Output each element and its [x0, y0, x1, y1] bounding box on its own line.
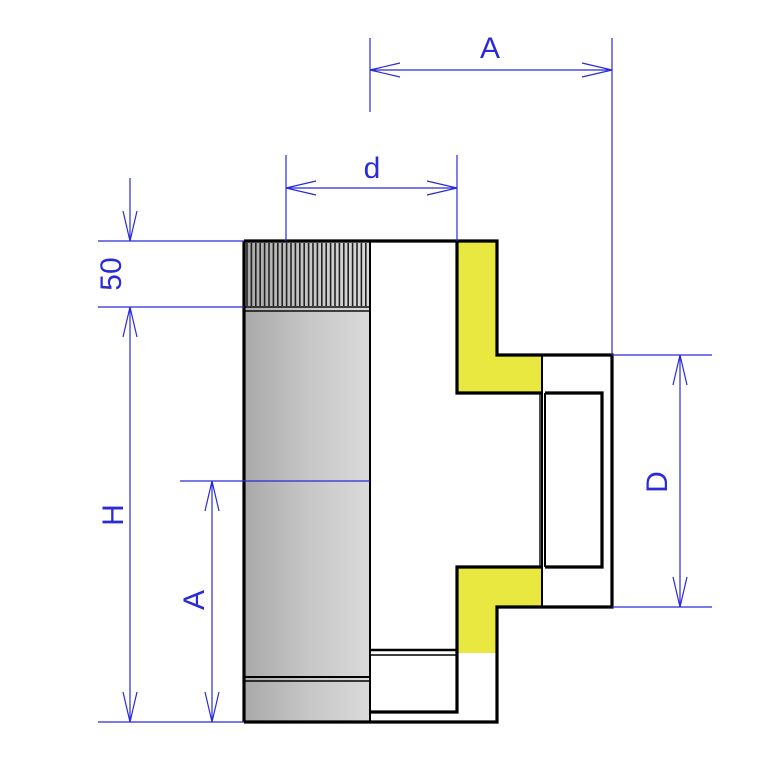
tee-outer-outline [244, 239, 614, 724]
label-branch-diameter: D [641, 471, 674, 493]
label-socket-height: 50 [95, 257, 128, 290]
socket-ribs [246, 243, 367, 306]
label-inner-diameter: d [364, 152, 381, 185]
label-total-height: H [97, 504, 130, 526]
label-branch-length: A [480, 32, 500, 65]
insulation-upper [457, 241, 542, 393]
branch-inner [545, 391, 604, 569]
insulation-lower [457, 567, 542, 653]
tee-inner-lower [370, 565, 542, 714]
tee-inner-upper [455, 241, 542, 395]
label-branch-position: A [178, 590, 211, 610]
dimension-lines [98, 38, 712, 723]
